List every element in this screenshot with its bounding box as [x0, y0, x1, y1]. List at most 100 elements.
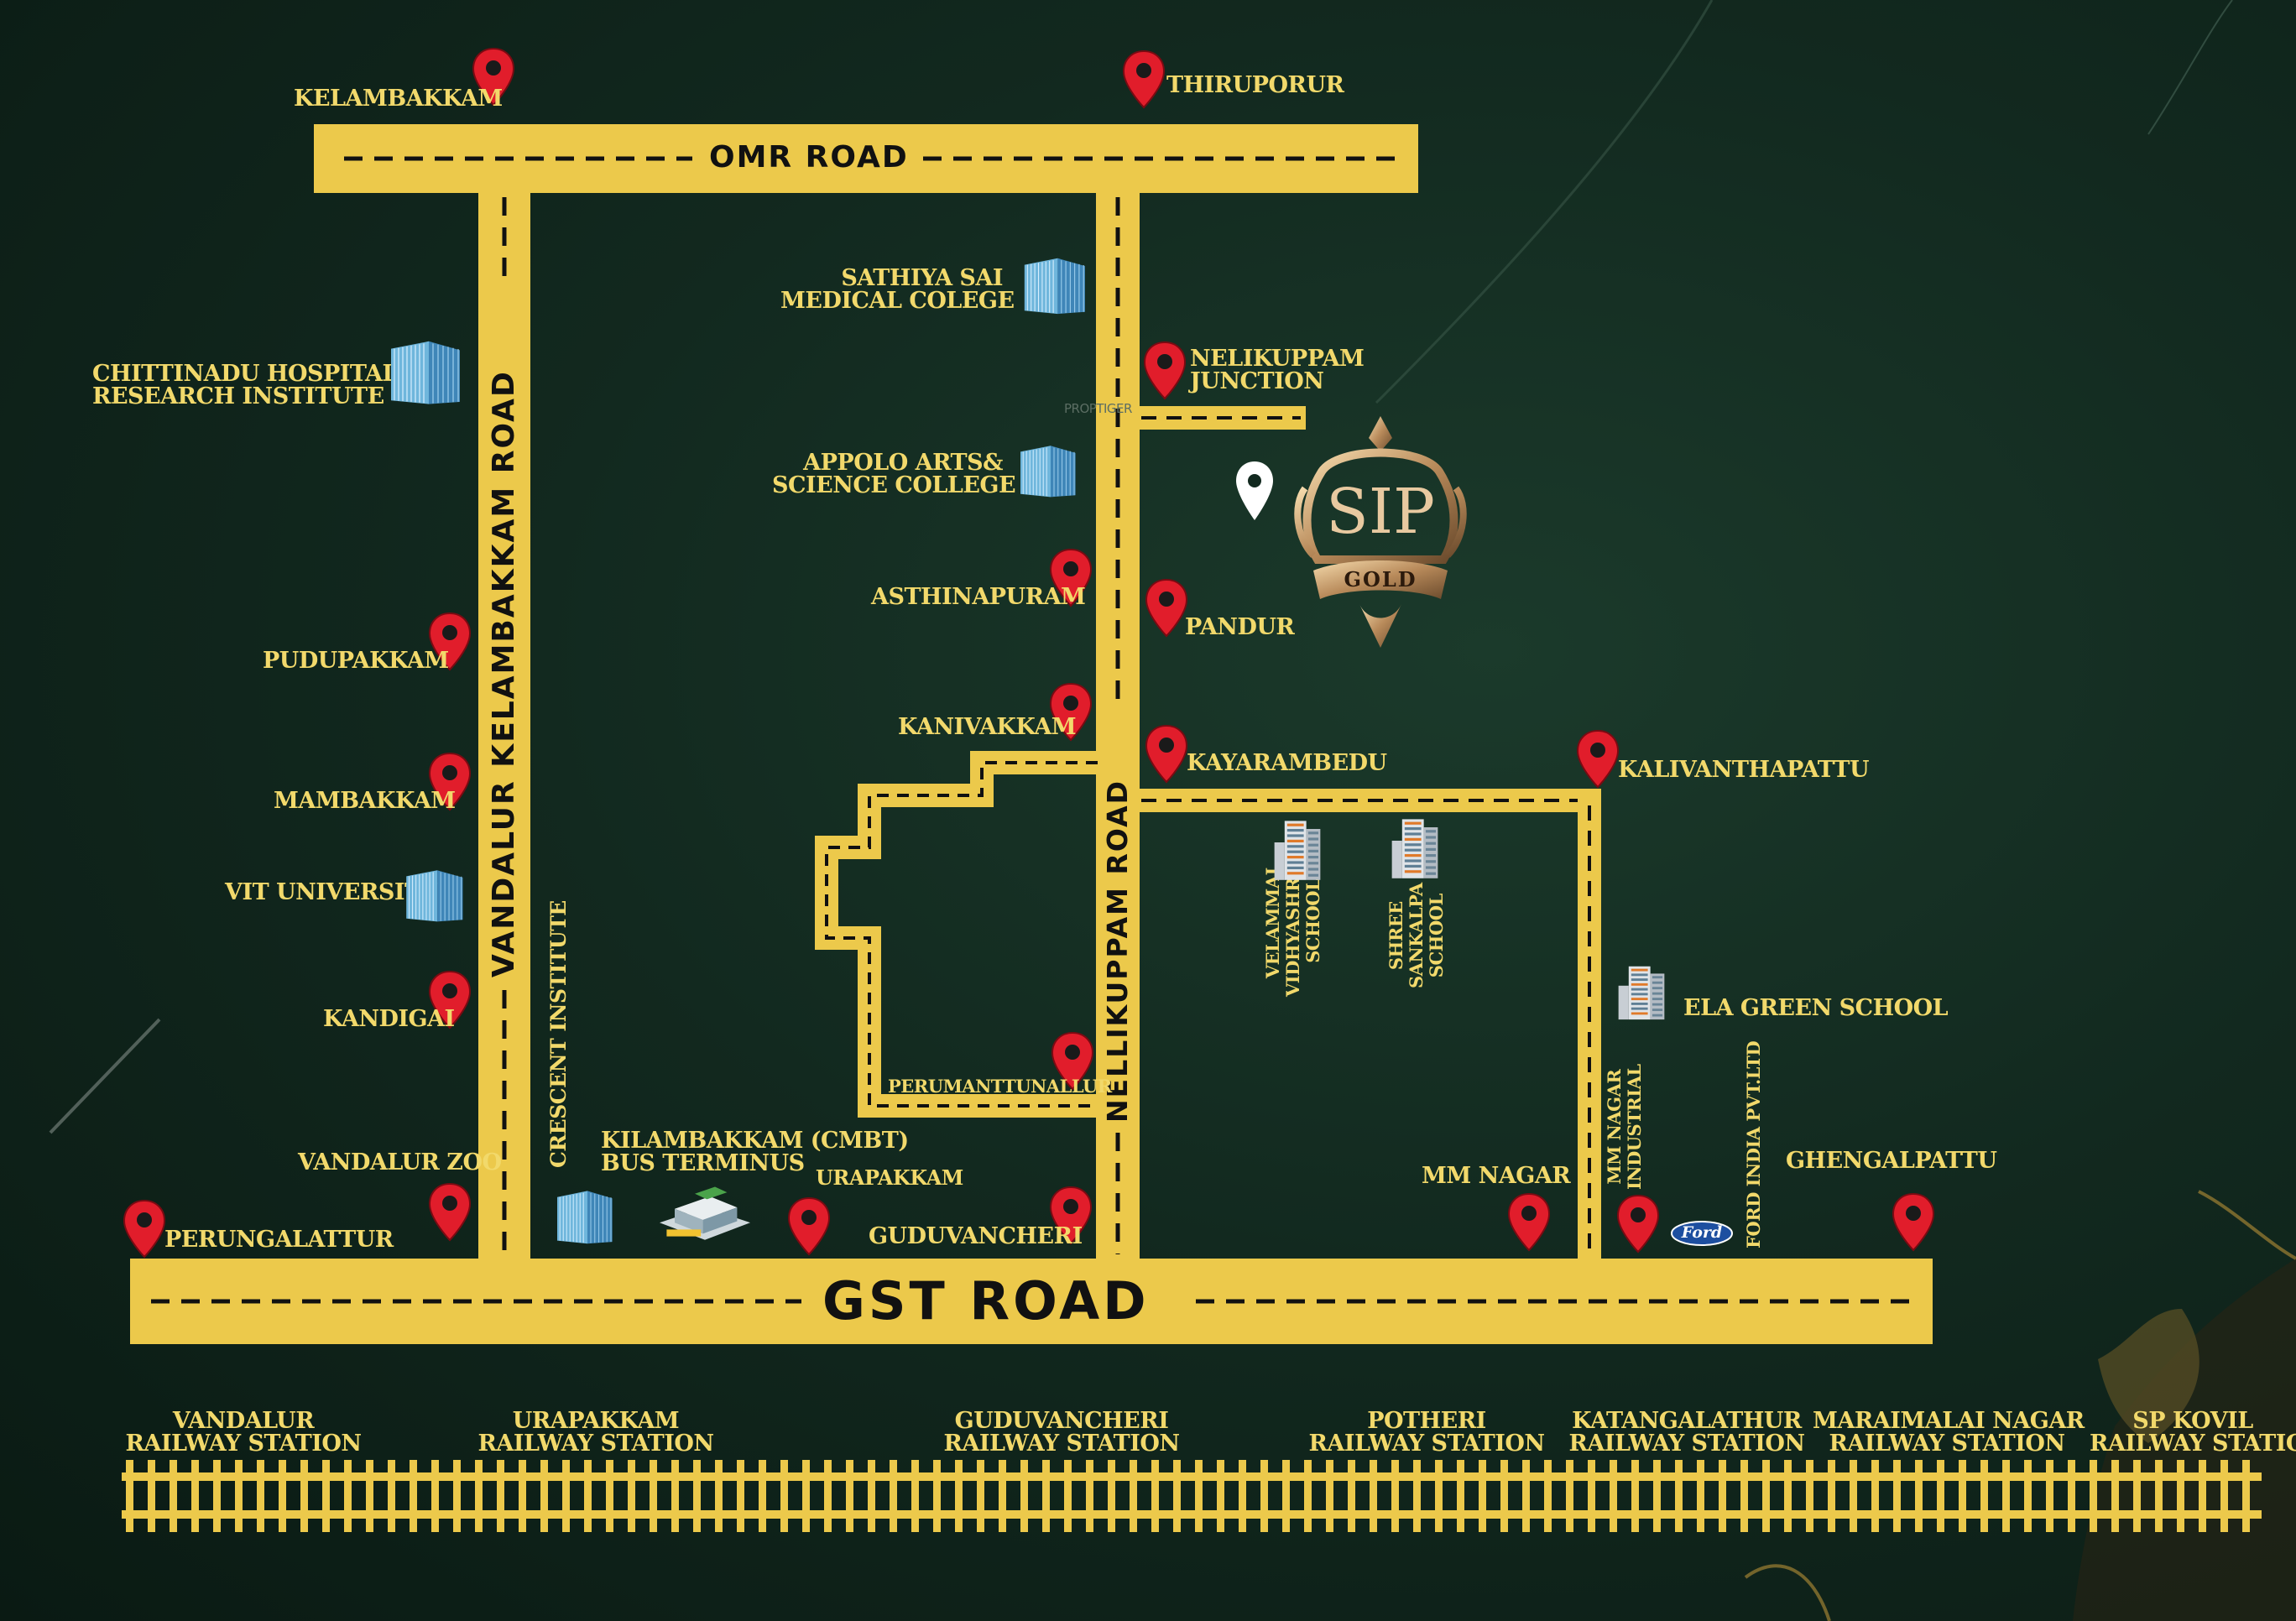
- rail-sleeper: [999, 1460, 1006, 1532]
- landmark-label-sathiya-sai: SATHIYA SAI MEDICAL COLEGE: [780, 265, 1015, 314]
- landmark-label-chittinadu: CHITTINADU HOSPITAL RESEARCH INSTITUTE: [92, 361, 398, 409]
- rail-sleeper: [322, 1460, 330, 1532]
- map-pin-icon: [472, 47, 515, 107]
- rail-sleeper: [2002, 1460, 2010, 1532]
- rail-sleeper: [366, 1460, 373, 1532]
- perumanttunallur-loop-road: [815, 751, 1098, 1118]
- rail-sleeper: [584, 1460, 592, 1532]
- landmark-label-ela-green: ELA GREEN SCHOOL: [1683, 995, 1949, 1021]
- rail-sleeper: [1064, 1460, 1072, 1532]
- rail-sleeper: [191, 1460, 199, 1532]
- sip-gold-logo: SIP GOLD: [1288, 413, 1473, 656]
- map-pin-icon: [1122, 50, 1166, 109]
- rail-sleeper: [1479, 1460, 1486, 1532]
- map-pin-icon: [1145, 724, 1188, 784]
- map-pin-icon: [1051, 1031, 1094, 1091]
- place-label-thiruporur: THIRUPORUR: [1166, 72, 1344, 98]
- pin-vandalur-zoo[interactable]: [426, 1181, 473, 1242]
- rail-sleeper: [1544, 1460, 1552, 1532]
- omr-road-label: OMR ROAD: [709, 140, 909, 175]
- rail-sleeper: [933, 1460, 941, 1532]
- rail-sleeper: [1217, 1460, 1224, 1532]
- rail-sleeper: [2242, 1460, 2250, 1532]
- place-label-perungalattur: PERUNGALATTUR: [164, 1227, 394, 1253]
- pin-urapakkam[interactable]: [785, 1196, 832, 1256]
- pin-mm-nagar[interactable]: [1505, 1191, 1552, 1252]
- rail-sleeper: [148, 1460, 155, 1532]
- rail-sleeper: [1391, 1460, 1399, 1532]
- pin-mm-nagar-industrial[interactable]: [1615, 1193, 1662, 1254]
- pin-kanivakkam[interactable]: [1047, 681, 1094, 742]
- rail-sleeper: [759, 1460, 766, 1532]
- map-pin-icon: [1576, 729, 1620, 789]
- gst-road: [130, 1259, 1933, 1344]
- pin-pudupakkam[interactable]: [426, 611, 473, 671]
- rail-sleeper: [1653, 1460, 1661, 1532]
- rail-sleeper: [650, 1460, 657, 1532]
- pin-perungalattur[interactable]: [121, 1198, 168, 1259]
- rail-sleeper: [977, 1460, 984, 1532]
- place-label-pandur: PANDUR: [1185, 614, 1295, 640]
- map-pin-icon: [428, 612, 472, 671]
- place-label-kelambakkam: KELAMBAKKAM: [294, 86, 503, 112]
- rail-sleeper: [1282, 1460, 1290, 1532]
- rail-sleeper: [1195, 1460, 1203, 1532]
- place-label-kanivakkam: KANIVAKKAM: [898, 714, 1077, 740]
- pin-kalivanthapattu[interactable]: [1574, 728, 1621, 789]
- rail-sleeper: [824, 1460, 832, 1532]
- map-pin-icon: [1049, 1186, 1093, 1245]
- rail-sleeper: [1915, 1460, 1923, 1532]
- rail-sleeper: [1806, 1460, 1813, 1532]
- pin-mambakkam[interactable]: [426, 751, 473, 811]
- ford-logo: Ford: [1670, 1220, 1734, 1247]
- landmark-label-mm-nagar-industrial: MM NAGAR INDUSTRIAL: [1604, 1064, 1645, 1190]
- map-pin-icon: [1143, 341, 1187, 400]
- rail-sleeper: [846, 1460, 853, 1532]
- rail-sleeper: [1260, 1460, 1268, 1532]
- project-marker[interactable]: [1234, 460, 1276, 525]
- rail-sleeper: [1522, 1460, 1530, 1532]
- rail-sleeper: [519, 1460, 526, 1532]
- chittinadu-building-icon: [391, 341, 460, 404]
- rail-sleeper: [235, 1460, 243, 1532]
- railway-track: [122, 1460, 2262, 1532]
- landmark-label-vit: VIT UNIVERSITY: [225, 879, 437, 905]
- pin-thiruporur[interactable]: [1120, 49, 1167, 109]
- rail-sleeper: [1086, 1460, 1093, 1532]
- rail-sleeper: [497, 1460, 504, 1532]
- pin-kandigai[interactable]: [426, 969, 473, 1029]
- rail-sleeper: [1108, 1460, 1115, 1532]
- ela-green-building-icon: [1618, 966, 1665, 1020]
- place-label-kayarambedu: KAYARAMBEDU: [1187, 750, 1387, 776]
- map-pin-icon: [428, 1182, 472, 1242]
- rail-sleeper: [431, 1460, 439, 1532]
- pin-kayarambedu[interactable]: [1143, 723, 1190, 784]
- pin-asthinapuram[interactable]: [1047, 547, 1094, 607]
- pin-perumanttunallur[interactable]: [1049, 1030, 1096, 1091]
- rail-sleeper: [1500, 1460, 1508, 1532]
- rail-sleeper: [671, 1460, 679, 1532]
- pin-guduvancheri[interactable]: [1047, 1185, 1094, 1245]
- shree-sankalpa-building-icon: [1391, 819, 1438, 878]
- logo-subtitle: GOLD: [1344, 567, 1417, 592]
- rail-sleeper: [1784, 1460, 1792, 1532]
- rail-sleeper: [1675, 1460, 1683, 1532]
- rail-sleeper: [955, 1460, 963, 1532]
- map-pin-icon: [1616, 1194, 1660, 1254]
- rail-sleeper: [628, 1460, 635, 1532]
- nellikuppam-road-label: NELLIKUPPAM ROAD: [1101, 779, 1134, 1123]
- pin-pandur[interactable]: [1143, 577, 1190, 638]
- landmark-label-ford-india: FORD INDIA PVT.LTD: [1743, 1040, 1764, 1248]
- rail-sleeper: [1173, 1460, 1181, 1532]
- place-label-perumanttunallur: PERUMANTTUNALLUR: [888, 1076, 1112, 1097]
- pin-kelambakkam[interactable]: [470, 46, 517, 107]
- landmark-label-shree-sankalpa: SHREE SANKALPA SCHOOL: [1385, 883, 1447, 988]
- pin-nelikuppam-junction[interactable]: [1141, 340, 1188, 400]
- pin-ghengalpattu[interactable]: [1890, 1191, 1937, 1252]
- omr-road: [314, 124, 1418, 193]
- map-pin-icon: [1145, 578, 1188, 638]
